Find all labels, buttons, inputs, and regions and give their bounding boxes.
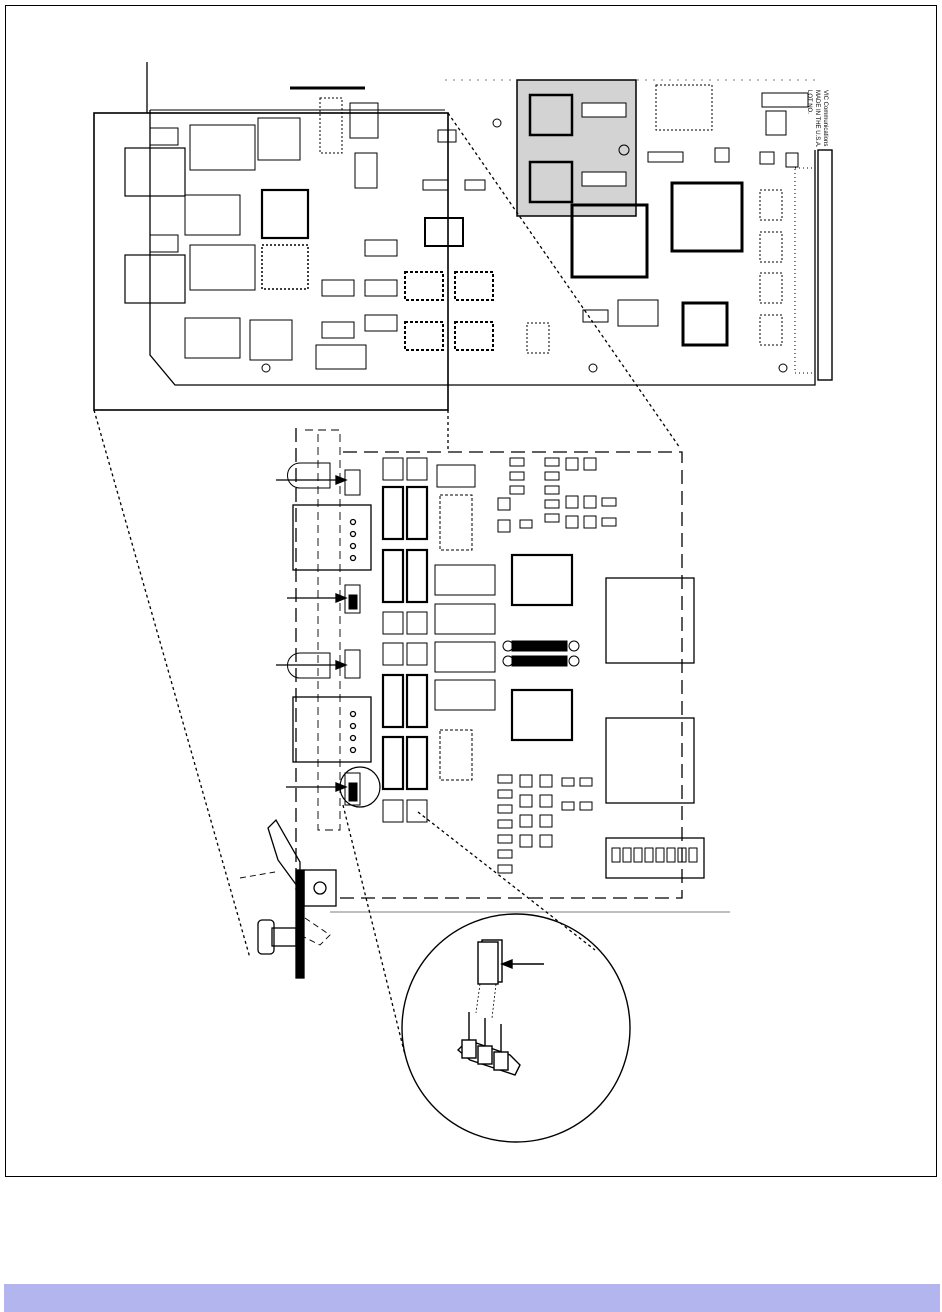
three-pin-header-icon (458, 1012, 520, 1075)
zoom-window (94, 113, 448, 410)
mounting-hole (779, 364, 787, 372)
relay-icon (383, 458, 495, 822)
faceplate-bracket-icon (240, 820, 336, 978)
shaded-module (517, 80, 636, 216)
mounting-hole (262, 364, 270, 372)
edge-connector-icon (795, 150, 832, 380)
silkscreen-text: MADE IN THE U.S.A. (814, 90, 820, 148)
jumper-shunt-icon (478, 940, 502, 984)
detail-outline (296, 428, 730, 912)
silkscreen: VIC Communications MADE IN THE U.S.A. LO… (806, 90, 828, 148)
silkscreen-text: LOT NO. (806, 90, 812, 114)
footer-band (4, 1284, 940, 1312)
dip-switch-icon (606, 838, 704, 878)
pcb-board-icon (147, 62, 815, 385)
silkscreen-text: VIC Communications (822, 90, 828, 146)
magnifier-circle (402, 914, 630, 1142)
rj45-jack-icon (293, 505, 371, 762)
mounting-hole (493, 119, 501, 127)
zoom-window-components (125, 98, 493, 369)
jumper-header-icon (340, 470, 380, 807)
leader-lines (94, 113, 680, 1055)
jumper-arrow-icon (276, 476, 346, 791)
mounting-hole (589, 364, 597, 372)
